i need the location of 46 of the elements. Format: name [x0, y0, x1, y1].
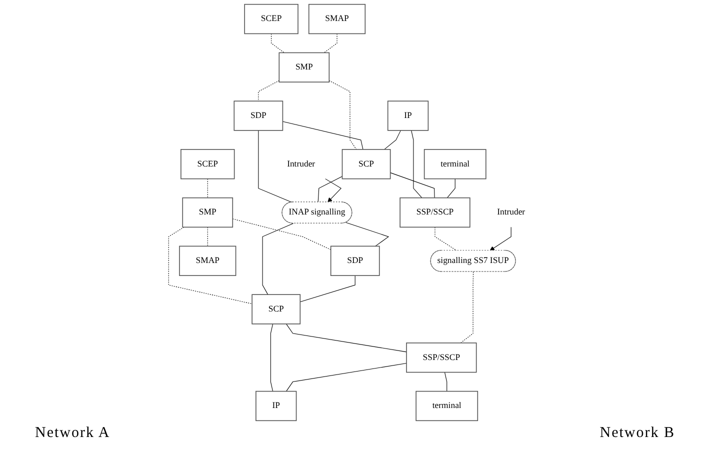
- connector: [384, 130, 401, 150]
- connector: [444, 372, 448, 392]
- connector: [411, 130, 422, 198]
- connector: [318, 176, 343, 202]
- node-box: IP: [256, 390, 297, 422]
- node-box: SDP: [330, 246, 380, 276]
- node-text: Intruder: [287, 159, 316, 168]
- node-box: SMP: [278, 52, 330, 82]
- connector: [207, 178, 208, 198]
- connector: [434, 226, 457, 251]
- network-label: Network A: [35, 425, 110, 442]
- connector: [258, 80, 280, 102]
- connector: [346, 222, 390, 246]
- connector: [262, 223, 294, 295]
- node-box: SCEP: [180, 149, 235, 180]
- node-box: SCP: [252, 294, 301, 324]
- node-box: terminal: [424, 149, 486, 180]
- connector: [460, 271, 474, 344]
- node-box: SMP: [182, 197, 234, 228]
- arrow: [490, 226, 512, 251]
- network-label: Network B: [600, 425, 675, 442]
- node-box: SCP: [342, 149, 391, 180]
- node-text: Intruder: [497, 208, 526, 217]
- node-box: SSP/SSCP: [406, 342, 477, 373]
- node-box: terminal: [416, 390, 478, 422]
- connector: [324, 33, 338, 53]
- connector: [270, 324, 274, 392]
- connector: [258, 130, 292, 203]
- connector: [271, 33, 284, 53]
- node-box: SSP/SSCP: [400, 197, 470, 228]
- node-box: SMAP: [179, 246, 236, 276]
- node-box: SDP: [234, 100, 284, 131]
- node-box: IP: [387, 100, 429, 131]
- connector: [232, 218, 332, 250]
- connector: [168, 226, 252, 304]
- connector: [300, 275, 356, 302]
- connector: [446, 178, 456, 198]
- arrow: [325, 178, 342, 202]
- node-box: SMAP: [308, 4, 366, 34]
- node-box: SCEP: [244, 4, 298, 34]
- connector: [282, 121, 364, 150]
- connector: [286, 324, 407, 352]
- connector: [390, 172, 435, 198]
- connector: [286, 363, 407, 392]
- connector: [207, 226, 208, 246]
- connector: [328, 80, 357, 150]
